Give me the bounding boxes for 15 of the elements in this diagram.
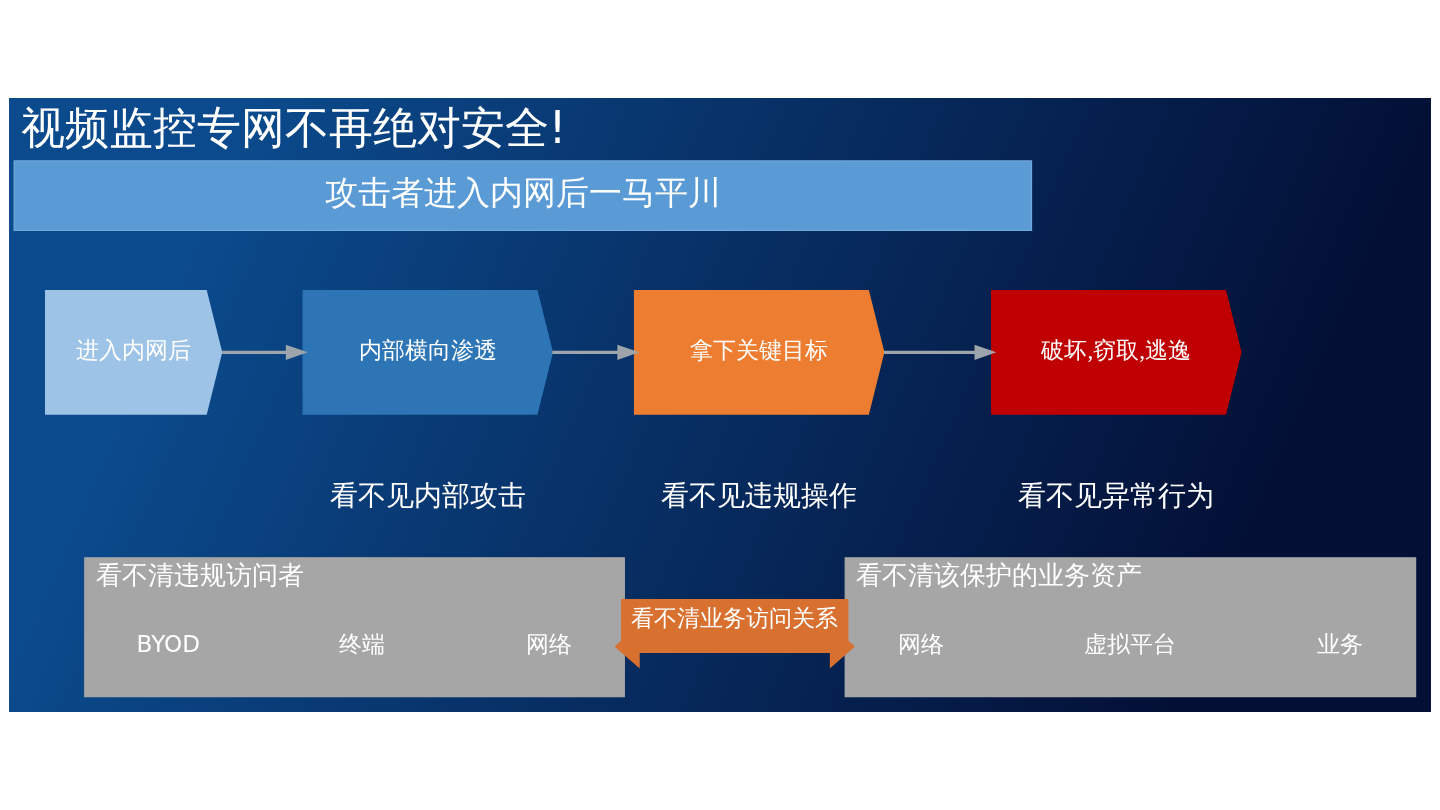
node-text: 终端: [339, 631, 386, 658]
arrow: [222, 344, 308, 360]
diagram-title: 视频监控专网不再绝对安全!: [20, 102, 567, 154]
node-box: 攻击者进入内网后一马平川: [13, 160, 1033, 231]
node-text: BYOD: [136, 631, 201, 658]
node-text: 网络: [525, 631, 572, 658]
arrow: [884, 344, 997, 360]
node-label: 看不见违规操作: [661, 478, 858, 512]
node-text: 业务: [1316, 631, 1363, 658]
node-text: 虚拟平台: [1084, 631, 1177, 658]
node-text: 网络: [898, 631, 945, 658]
node-label: 看不见异常行为: [1018, 478, 1215, 512]
edge-label: 看不清业务访问关系: [630, 605, 838, 632]
node-label: 看不见内部攻击: [329, 478, 526, 512]
arrow: [552, 344, 640, 360]
